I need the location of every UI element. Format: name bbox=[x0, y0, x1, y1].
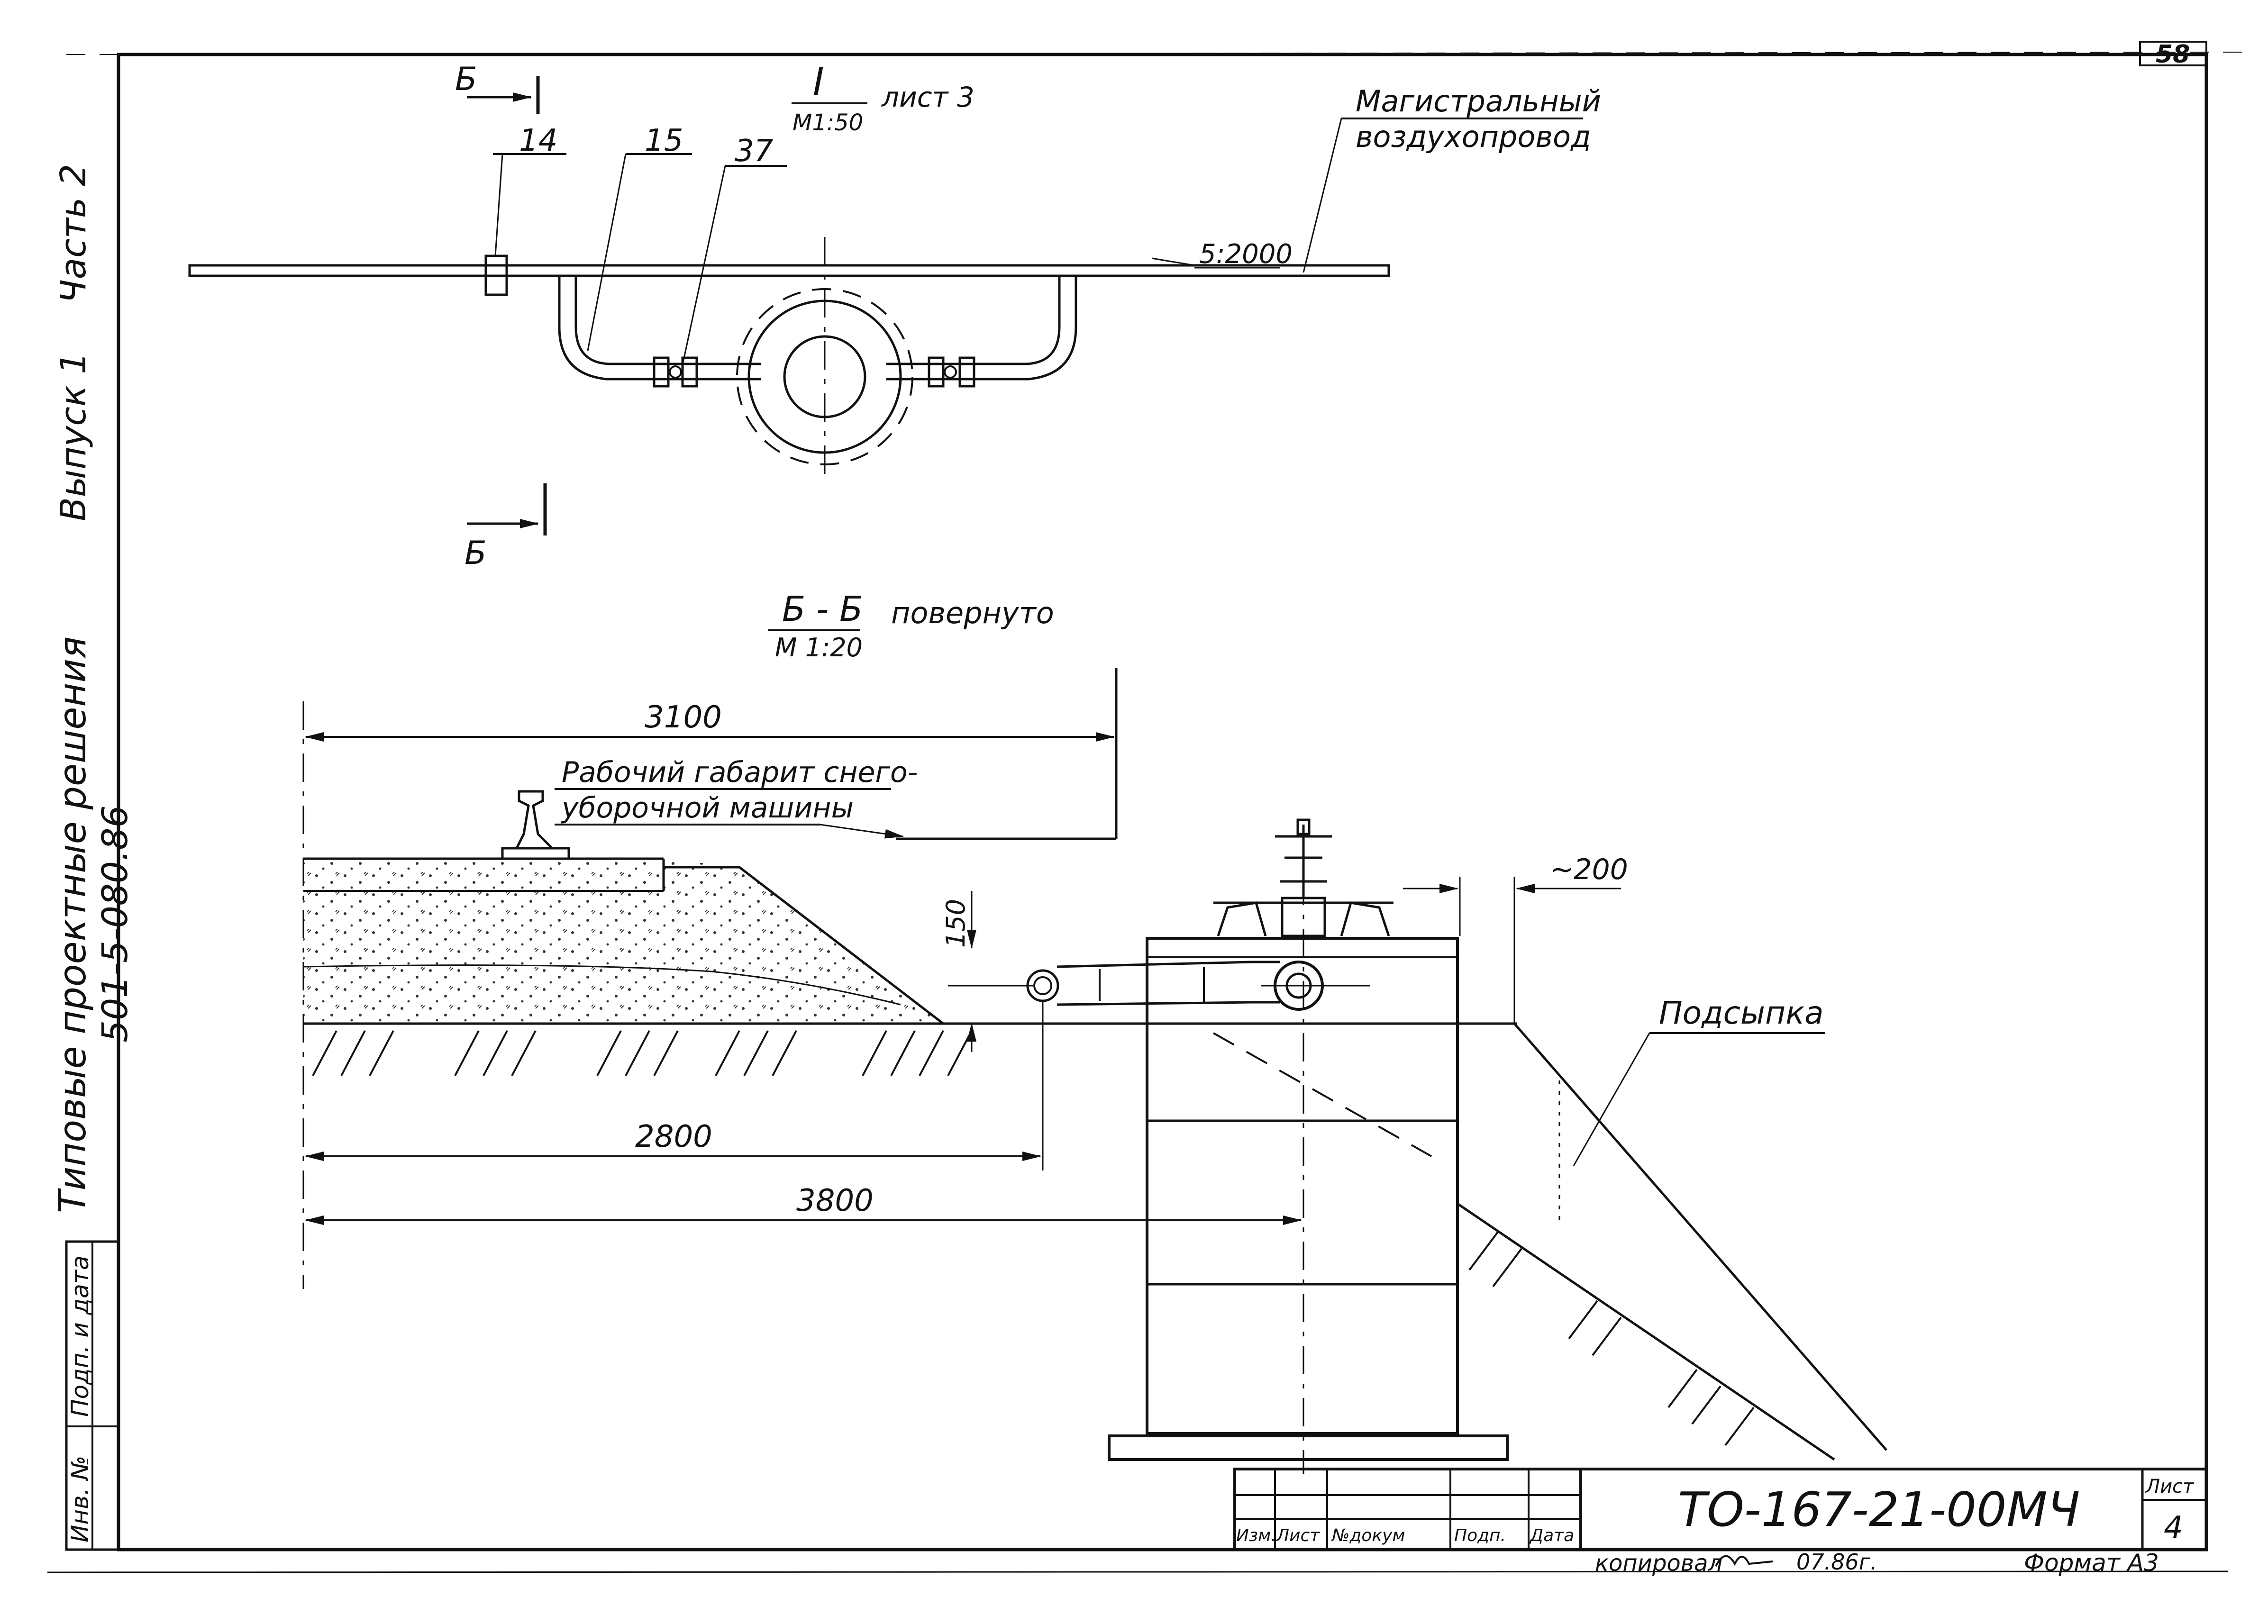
format-label: Формат А3 bbox=[2024, 1549, 2159, 1577]
section-scale: М 1:20 bbox=[775, 633, 863, 662]
plan-view: Б Б 14 15 37 I М1:50 лист 3 Магистральны… bbox=[188, 60, 1601, 572]
dim-150-label: 150 bbox=[941, 899, 971, 948]
bottom-trim-line bbox=[47, 1570, 2228, 1573]
dim-3800-label: 3800 bbox=[796, 1183, 874, 1218]
gauge-note-2: уборочной машины bbox=[561, 791, 854, 825]
main-duct-label-2: воздухопровод bbox=[1356, 119, 1591, 154]
col-sign: Подп. bbox=[1454, 1526, 1506, 1545]
part-label: Часть 2 bbox=[53, 164, 94, 303]
section-rotated-note: повернуто bbox=[891, 596, 1054, 630]
col-doc: №докум bbox=[1331, 1526, 1405, 1545]
col-izm: Изм. bbox=[1236, 1526, 1276, 1545]
fill-hatch bbox=[1468, 1231, 1755, 1446]
hydrant-head bbox=[1213, 818, 1394, 937]
inv-no-label: Инв. № bbox=[66, 1456, 94, 1542]
gauge-note-1: Рабочий габарит снего- bbox=[562, 756, 918, 789]
title-block: Изм. Лист №докум Подп. Дата ТО-167-21-00… bbox=[1233, 1468, 2208, 1577]
outer-frame bbox=[117, 53, 2208, 1551]
col-list: Лист bbox=[1275, 1526, 1320, 1545]
branch-pipe-right bbox=[886, 276, 1077, 381]
fill-slope bbox=[1457, 1023, 1887, 1461]
callout-14: 14 bbox=[519, 123, 557, 158]
ground-hatch bbox=[312, 1030, 973, 1076]
clamp-14 bbox=[484, 254, 508, 296]
ballast-layer bbox=[303, 859, 664, 1022]
col-date: Дата bbox=[1529, 1526, 1574, 1545]
sign-date-label: Подп. и дата bbox=[66, 1255, 94, 1417]
section-title: Б - Б bbox=[782, 589, 863, 629]
pipe-end-left bbox=[1026, 969, 1059, 1002]
section-mark-top: Б bbox=[455, 61, 477, 98]
valve-37-right bbox=[944, 365, 957, 379]
dim-2800-label: 2800 bbox=[635, 1119, 712, 1154]
corner-number: 58 bbox=[2156, 40, 2190, 69]
detail-scale: М1:50 bbox=[792, 109, 863, 136]
well-ring bbox=[747, 299, 902, 454]
fill-label: Подсыпка bbox=[1659, 995, 1824, 1031]
copied-note: копировал bbox=[1595, 1550, 1722, 1577]
callout-15: 15 bbox=[645, 123, 683, 158]
sheet-label: Лист bbox=[2145, 1476, 2195, 1497]
rail bbox=[501, 790, 570, 860]
section-mark-bottom: Б bbox=[465, 535, 487, 572]
dim-3100-label: 3100 bbox=[645, 700, 722, 735]
valve-37-left bbox=[669, 365, 682, 379]
well-base bbox=[1108, 1434, 1509, 1461]
detail-sheet-ref: лист 3 bbox=[881, 81, 975, 113]
embankment-slope bbox=[664, 859, 943, 1024]
dim-200-label: ~200 bbox=[1550, 853, 1628, 886]
side-stamp: Типовые проектные решения 501-5-080.86 В… bbox=[52, 164, 136, 1551]
sheet-number: 4 bbox=[2164, 1510, 2183, 1545]
copier-signature bbox=[1715, 1555, 1773, 1567]
branch-pipe bbox=[558, 276, 761, 381]
main-air-duct bbox=[188, 264, 1390, 277]
series-title: Типовые проектные решения bbox=[52, 636, 94, 1213]
series-code: 501-5-080.86 bbox=[95, 805, 136, 1043]
detail-label: I bbox=[813, 60, 824, 104]
copied-date: 07.86г. bbox=[1796, 1549, 1877, 1575]
main-duct-label-1: Магистральный bbox=[1356, 84, 1601, 118]
corner-number-box bbox=[2139, 41, 2207, 66]
well-body bbox=[1146, 937, 1459, 1435]
slope-label: 5:2000 bbox=[1199, 239, 1293, 270]
issue-label: Выпуск 1 bbox=[53, 352, 94, 521]
section-view: Б - Б М 1:20 повернуто bbox=[302, 589, 1887, 1474]
callout-37: 37 bbox=[735, 134, 774, 169]
doc-code: ТО-167-21-00МЧ bbox=[1678, 1482, 2080, 1537]
top-trim-line bbox=[66, 52, 2257, 55]
